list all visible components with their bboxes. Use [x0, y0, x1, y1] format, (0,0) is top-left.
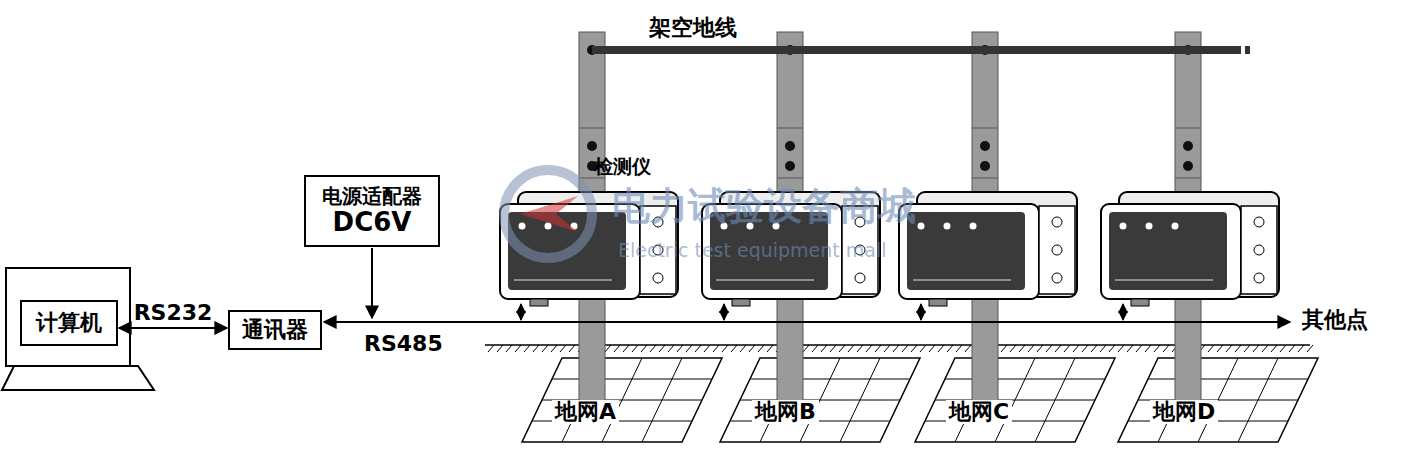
watermark: Electric test equipment mall: [618, 240, 887, 261]
computer-box: 计算机: [20, 300, 118, 346]
box-label: 计算机: [36, 310, 102, 335]
power-adapter-box: 电源适配器DC6V: [304, 175, 440, 247]
box-label: 电源适配器: [322, 185, 422, 208]
text-label: 检测仪: [594, 156, 651, 177]
text-label: 地网D: [1150, 400, 1218, 424]
communicator-box: 通讯器: [228, 310, 322, 350]
bus-tap: [521, 304, 1123, 320]
box-label: 通讯器: [242, 317, 308, 342]
text-label: 地网A: [552, 400, 619, 424]
watermark: 电力试验设备商城: [612, 186, 916, 228]
overhead-ground-wire: [592, 50, 1252, 51]
connector: [119, 327, 227, 329]
text-label: 架空地线: [646, 16, 740, 40]
watermark-logo: [504, 170, 592, 258]
text-label: 其他点: [1302, 308, 1368, 332]
text-label: 地网B: [752, 400, 819, 424]
text-label: RS485: [364, 332, 443, 356]
text-label: 地网C: [946, 400, 1012, 424]
box-label: DC6V: [333, 208, 412, 238]
edge-label: RS232: [134, 301, 213, 325]
